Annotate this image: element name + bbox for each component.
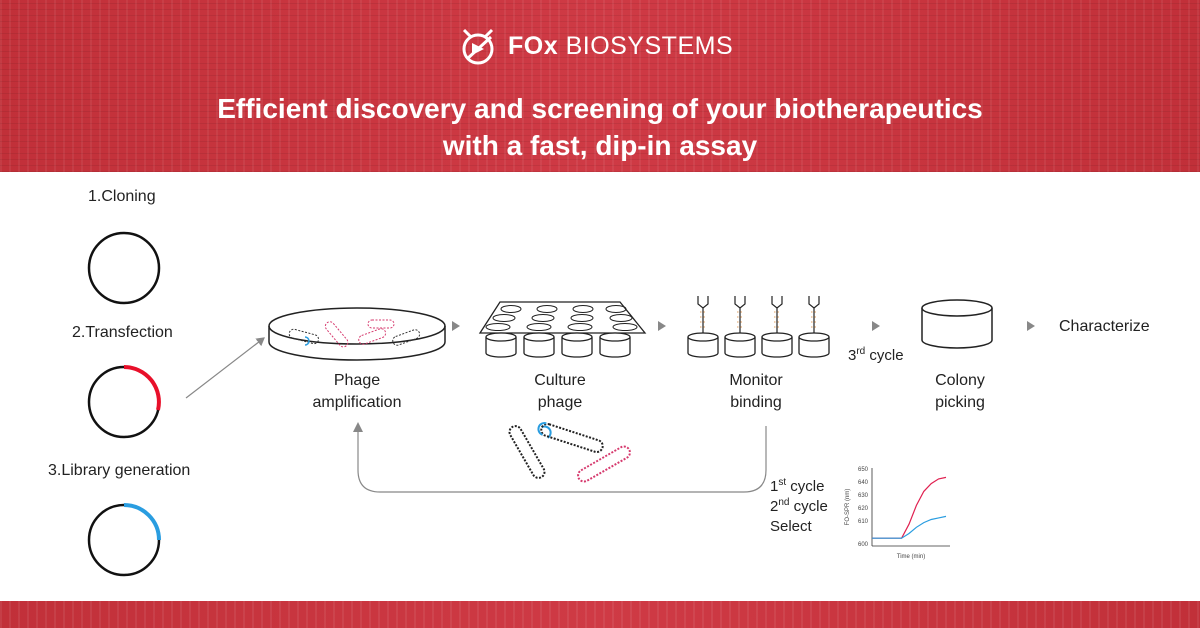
characterize-label: Characterize: [1059, 318, 1150, 335]
chart-series-blue: [872, 515, 947, 539]
arrow-culture-to-monitor: [658, 321, 666, 331]
binding-chart: 650 640 630 620 610 600 FO-SPR (nm) Time…: [845, 467, 950, 560]
chart-ytick-630: 630: [858, 493, 869, 499]
page-title: Efficient discovery and screening of you…: [0, 90, 1200, 164]
phage-particles-icon: [508, 422, 631, 483]
brand-logo: FOx BIOSYSTEMS: [458, 26, 733, 66]
chart-series-red: [872, 476, 947, 539]
step-library-label: 3.Library generation: [48, 462, 191, 479]
first-cycle-label: 1st cycle: [770, 477, 825, 496]
feedback-loop-arrow: [357, 426, 767, 493]
arrow-colony-to-characterize: [1027, 321, 1035, 331]
petri-dish-icon: [268, 307, 446, 361]
plasmid-cloning-icon: [87, 231, 161, 305]
cycle-list: 1st cycle 2nd cycle Select: [770, 477, 828, 537]
probe-array-icon: [687, 296, 830, 358]
brand-name: FOx BIOSYSTEMS: [508, 31, 734, 60]
chart-ytick-610: 610: [858, 519, 869, 525]
chart-ytick-640: 640: [858, 480, 869, 486]
header-banner: [0, 0, 1200, 172]
footer-banner: [0, 601, 1200, 628]
second-cycle-label: 2nd cycle: [770, 497, 828, 516]
select-label: Select: [770, 518, 812, 535]
plasmid-library-icon: [87, 503, 161, 577]
plasmid-transfection-icon: [87, 365, 161, 439]
chart-ylabel: FO-SPR (nm): [845, 489, 851, 526]
chart-ytick-620: 620: [858, 506, 869, 512]
step-cloning-label: 1.Cloning: [88, 188, 156, 205]
chart-ytick-600: 600: [858, 542, 869, 548]
culture-plate-icon: [478, 301, 647, 358]
headline-line-1: Efficient discovery and screening of you…: [217, 93, 983, 124]
arrow-phage-to-culture: [452, 321, 460, 331]
arrow-monitor-to-colony: [872, 321, 880, 331]
colony-dish-icon: [921, 299, 993, 349]
chart-xlabel: Time (min): [897, 554, 925, 560]
third-cycle-label: 3rd cycle: [848, 346, 904, 365]
fox-logo-icon: [462, 28, 494, 65]
chart-ytick-650: 650: [858, 467, 869, 473]
arrow-to-phage: [185, 337, 265, 399]
headline-line-2: with a fast, dip-in assay: [442, 130, 758, 161]
step-transfection-label: 2.Transfection: [72, 324, 173, 341]
